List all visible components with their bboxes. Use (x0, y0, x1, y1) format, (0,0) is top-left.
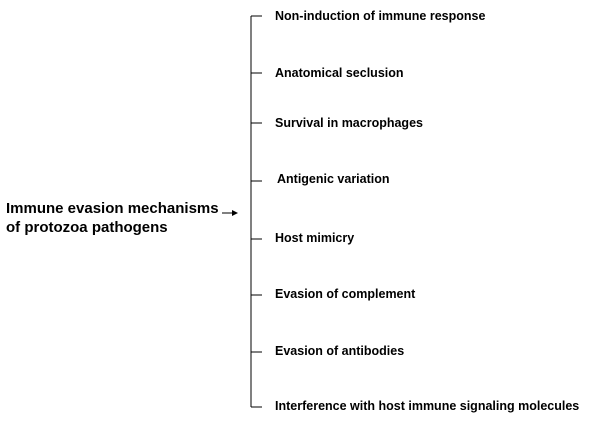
root-label-line-1: Immune evasion mechanisms (6, 200, 219, 217)
root-label: Immune evasion mechanisms of protozoa pa… (6, 199, 219, 237)
branch-label-8: Interference with host immune signaling … (275, 399, 580, 413)
branch-label-3: Survival in macrophages (275, 116, 423, 130)
branch-label-6: Evasion of complement (275, 287, 416, 301)
branch-label-7: Evasion of antibodies (275, 344, 405, 358)
branch-label-1: Non-induction of immune response (275, 9, 486, 23)
branch-label-4: Antigenic variation (277, 172, 390, 186)
branch-label-2: Anatomical seclusion (275, 66, 404, 80)
root-label-line-2: of protozoa pathogens (6, 219, 168, 236)
branch-label-5: Host mimicry (275, 231, 355, 245)
